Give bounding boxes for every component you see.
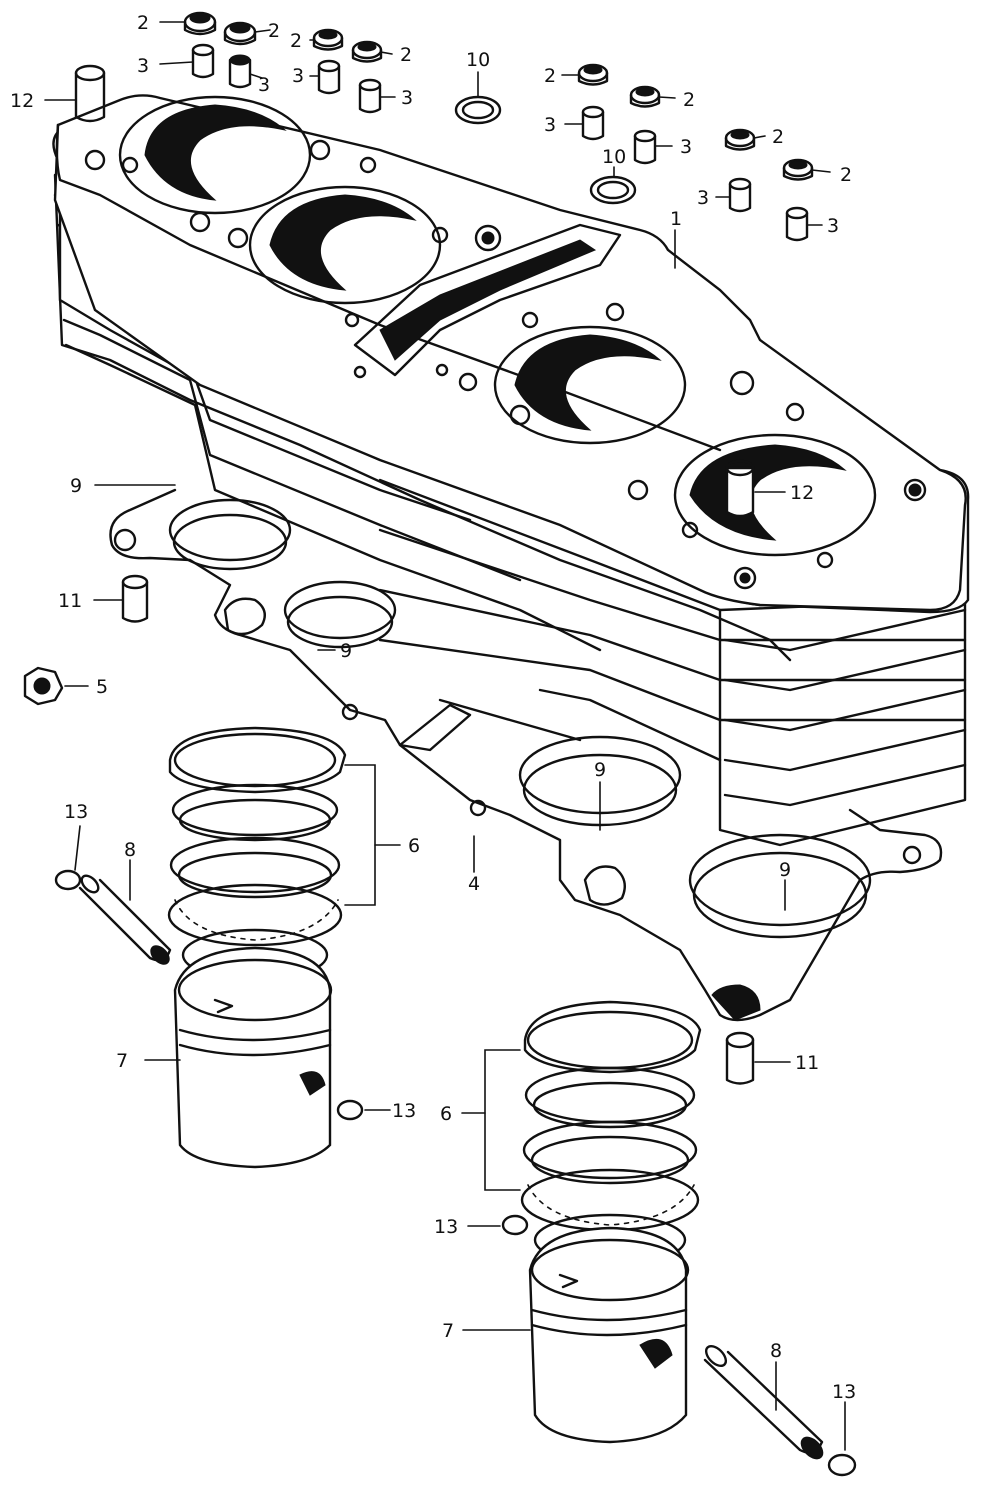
callout-13: 13 — [434, 1216, 458, 1238]
gasket-hole — [902, 845, 922, 865]
piston-rings — [520, 1000, 702, 1267]
dowel-pins — [74, 64, 755, 1085]
callout-10: 10 — [602, 146, 626, 168]
callout-13: 13 — [392, 1100, 416, 1122]
callout-13: 13 — [832, 1381, 856, 1403]
callout-7: 7 — [116, 1050, 128, 1072]
callout-2: 2 — [400, 44, 412, 66]
callout-3: 3 — [401, 87, 413, 109]
base-gasket — [109, 488, 943, 1022]
callout-5: 5 — [96, 676, 108, 698]
callout-13: 13 — [64, 801, 88, 823]
gasket-hole — [469, 799, 487, 817]
callout-3: 3 — [697, 187, 709, 209]
callout-2: 2 — [290, 30, 302, 52]
callout-3: 3 — [137, 55, 149, 77]
cooling-fins — [53, 173, 967, 847]
callout-1: 1 — [670, 208, 682, 230]
callout-4: 4 — [468, 873, 480, 895]
dowel-collars — [191, 43, 809, 242]
cam-chain-tunnel — [353, 223, 622, 377]
piston-pin — [703, 1344, 824, 1460]
piston-pin — [78, 874, 172, 965]
piston-assembly-right — [501, 1000, 857, 1477]
callout-11: 11 — [58, 590, 82, 612]
callout-2: 2 — [544, 65, 556, 87]
stud-holes — [84, 139, 927, 590]
gasket-hole — [113, 528, 137, 552]
callout-9: 9 — [594, 759, 606, 781]
callout-3: 3 — [292, 65, 304, 87]
piston-assembly-left — [54, 726, 364, 1169]
piston-rings — [167, 726, 347, 982]
leader-lines — [44, 21, 846, 1451]
piston-pin-clips — [501, 1214, 857, 1477]
callout-labels: 2 2 2 2 2 2 2 2 3 3 3 3 3 3 3 3 1 4 5 6 … — [10, 12, 856, 1403]
callout-3: 3 — [544, 114, 556, 136]
callout-10: 10 — [466, 49, 490, 71]
callout-2: 2 — [840, 164, 852, 186]
callout-8: 8 — [124, 839, 136, 861]
callout-12: 12 — [10, 90, 34, 112]
callout-2: 2 — [268, 20, 280, 42]
callout-9: 9 — [340, 640, 352, 662]
cylinder-block — [52, 94, 970, 847]
head-nut-washers — [183, 11, 814, 181]
callout-8: 8 — [770, 1340, 782, 1362]
callout-2: 2 — [137, 12, 149, 34]
cap-nut — [23, 666, 64, 706]
callout-2: 2 — [772, 126, 784, 148]
piston-pin-clips — [54, 869, 364, 1121]
callout-3: 3 — [827, 215, 839, 237]
callout-9: 9 — [779, 859, 791, 881]
callout-6: 6 — [408, 835, 420, 857]
callout-7: 7 — [442, 1320, 454, 1342]
callout-3: 3 — [258, 74, 270, 96]
callout-6: 6 — [440, 1103, 452, 1125]
callout-2: 2 — [683, 89, 695, 111]
piston — [173, 946, 333, 1169]
callout-11: 11 — [795, 1052, 819, 1074]
piston — [528, 1226, 690, 1444]
callout-9: 9 — [70, 475, 82, 497]
callout-12: 12 — [790, 482, 814, 504]
callout-3: 3 — [680, 136, 692, 158]
gasket-hole — [341, 703, 359, 721]
